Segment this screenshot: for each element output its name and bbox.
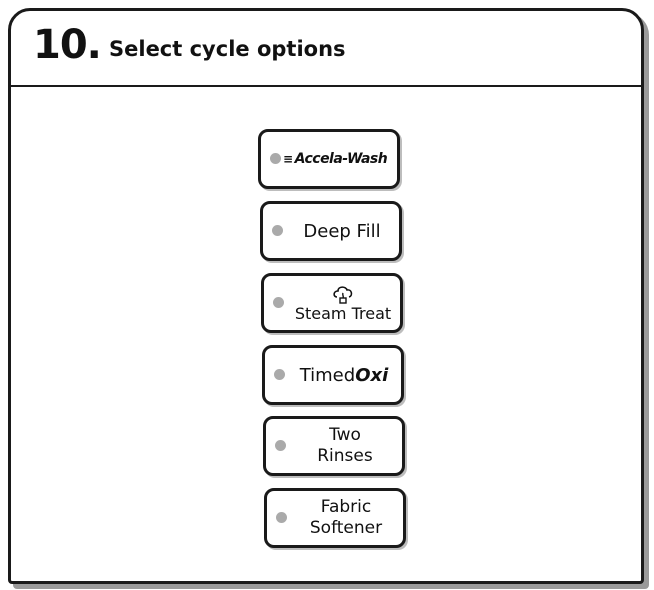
speed-lines-icon: ≡ bbox=[283, 152, 293, 166]
fabric-softener-label-wrap: Fabric Softener bbox=[293, 491, 399, 545]
steam-treat-indicator-icon bbox=[273, 297, 284, 308]
two-rinses-indicator-icon bbox=[275, 440, 286, 451]
timed-oxi-label-suffix: Oxi bbox=[355, 364, 389, 386]
accela-wash-indicator-icon bbox=[270, 153, 281, 164]
step-title: Select cycle options bbox=[109, 37, 346, 61]
panel-header: 10. Select cycle options bbox=[11, 11, 641, 87]
two-rinses-label-line2: Rinses bbox=[317, 446, 373, 466]
steam-treat-button[interactable]: Steam Treat bbox=[261, 273, 403, 333]
steam-icon bbox=[333, 286, 353, 304]
deep-fill-button[interactable]: Deep Fill bbox=[260, 201, 402, 261]
step-number: 10. bbox=[33, 22, 102, 68]
two-rinses-label-line1: Two bbox=[329, 425, 361, 445]
accela-wash-label: Accela-Wash bbox=[294, 151, 388, 167]
two-rinses-button[interactable]: Two Rinses bbox=[263, 416, 405, 476]
timed-oxi-label-prefix: Timed bbox=[299, 364, 356, 386]
fabric-softener-label-line1: Fabric bbox=[320, 497, 372, 517]
deep-fill-label: Deep Fill bbox=[303, 220, 381, 242]
steam-treat-label-wrap: Steam Treat bbox=[290, 276, 396, 330]
accela-wash-label-wrap: ≡Accela-Wash bbox=[283, 132, 393, 186]
timed-oxi-indicator-icon bbox=[274, 369, 285, 380]
steam-treat-label: Steam Treat bbox=[294, 304, 392, 323]
instruction-panel: 10. Select cycle options ≡Accela-Wash De… bbox=[8, 8, 644, 584]
accela-wash-button[interactable]: ≡Accela-Wash bbox=[258, 129, 400, 189]
fabric-softener-button[interactable]: Fabric Softener bbox=[264, 488, 406, 548]
deep-fill-indicator-icon bbox=[272, 225, 283, 236]
fabric-softener-indicator-icon bbox=[276, 512, 287, 523]
fabric-softener-label-line2: Softener bbox=[309, 518, 383, 538]
two-rinses-label-wrap: Two Rinses bbox=[292, 419, 398, 473]
